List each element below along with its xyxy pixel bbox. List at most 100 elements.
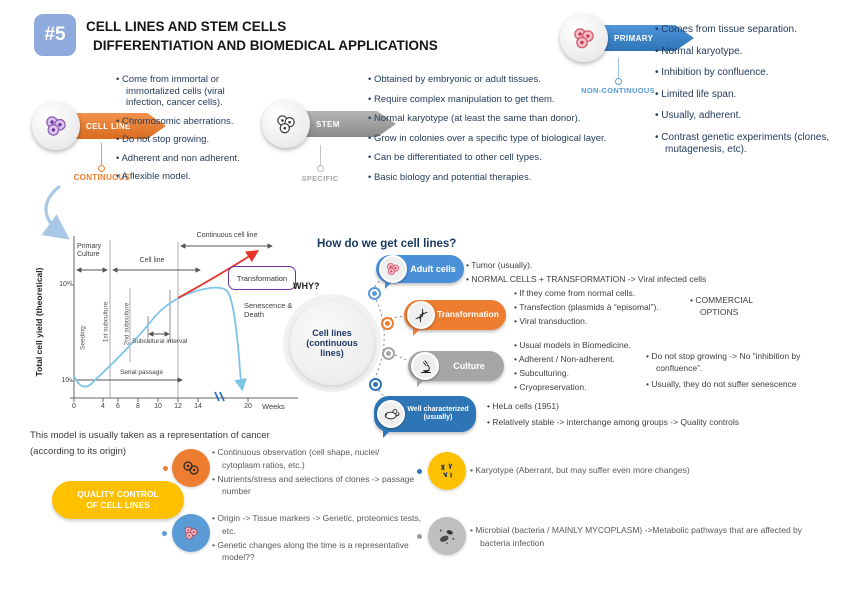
origin-text: Origin -> Tissue markers -> Genetic, pro… [212, 512, 428, 565]
bacteria-icon [439, 529, 455, 544]
specific-tag: SPECIFIC [301, 174, 339, 183]
adult-cells-pill: Adult cells [376, 255, 464, 289]
list-item: Subculturing. [514, 368, 664, 380]
list-item: Usually, they do not suffer senescence [646, 379, 838, 391]
subcultural-interval-label: Subcultural interval [132, 338, 188, 345]
stem-label: STEM [316, 119, 340, 129]
observation-circle [172, 449, 210, 487]
blue-marker-dot [417, 469, 422, 474]
primary-bullet-list: Comes from tissue separation. Normal kar… [655, 24, 845, 166]
title-line-1: CELL LINES AND STEM CELLS [86, 19, 287, 34]
microbial-circle [428, 517, 466, 555]
orange-marker-dot [163, 466, 168, 471]
y-tick-bottom: 10⁶ [61, 377, 72, 384]
transformation-label: Transformation [437, 309, 499, 320]
list-item: Do not stop growing -> No “inhibition by… [646, 351, 838, 375]
node-adult-cells [368, 287, 381, 300]
cell-line-bullet-list: Come from immortal or immortalized cells… [116, 74, 254, 190]
chart-y-axis-label: Total cell yield (theoretical) [34, 267, 44, 377]
list-item: Microbial (bacteria / MAINLY MYCOPLASM) … [470, 524, 822, 550]
pink-cells-icon [387, 263, 399, 275]
x-tick: 0 [72, 403, 76, 410]
well-characterized-pill: Well characterized (usually) [374, 396, 476, 438]
stem-connector-dot [317, 165, 324, 172]
well-characterized-bullets: HeLa cells (1951) Relatively stable -> i… [487, 401, 827, 431]
quality-badge-line-1: QUALITY CONTROL [77, 488, 159, 499]
primary-circle [560, 14, 608, 62]
culture-side-bullets: Do not stop growing -> No “inhibition by… [646, 351, 838, 393]
list-item: Obtained by embryonic or adult tissues. [368, 74, 620, 86]
list-item: Normal karyotype (at least the same than… [368, 113, 620, 125]
commercial-options-note: COMMERCIAL OPTIONS [690, 295, 774, 321]
list-item: Come from immortal or immortalized cells… [116, 74, 254, 109]
list-item: Require complex manipulation to get them… [368, 94, 620, 106]
culture-bullets: Usual models in Biomedicine. Adherent / … [514, 340, 664, 396]
culture-label: Culture [453, 360, 485, 371]
list-item: Adherent and non adherent. [116, 153, 254, 165]
x-tick: 6 [116, 403, 120, 410]
cell-line-connector-dot [98, 165, 105, 172]
senescence-label: Senescence & Death [244, 301, 293, 319]
quality-control-badge: QUALITY CONTROL OF CELL LINES [52, 481, 184, 519]
x-tick: 14 [194, 403, 202, 410]
adult-cells-icon-circle [379, 255, 407, 283]
list-item: Comes from tissue separation. [655, 24, 845, 37]
how-heading: How do we get cell lines? [317, 238, 457, 250]
stem-connector [320, 145, 321, 165]
microbial-text: Microbial (bacteria / MAINLY MYCOPLASM) … [470, 524, 822, 551]
list-item: Grow in colonies over a specific type of… [368, 133, 620, 145]
curved-arrow-to-chart [41, 184, 70, 240]
growth-curve-plot [70, 236, 298, 402]
node-transformation [381, 317, 394, 330]
primary-connector-dot [615, 78, 622, 85]
seeding-label: Seeding [79, 326, 87, 350]
gray-marker-dot [417, 534, 422, 539]
center-circle: Cell lines (continuous lines) [290, 301, 374, 385]
adult-cells-label: Adult cells [410, 263, 456, 274]
culture-pill: Culture [408, 351, 504, 387]
list-item: Inhibition by confluence. [655, 67, 845, 80]
list-item: Chromosomic aberrations. [116, 116, 254, 128]
mouse-icon [384, 409, 399, 420]
continuous-cell-line-label: Continuous cell line [196, 232, 258, 239]
slide-number-badge: #5 [34, 14, 76, 56]
list-item: Limited life span. [655, 89, 845, 102]
list-item: A flexible model. [116, 171, 254, 183]
cancer-note-line-2: (according to its origin) [30, 445, 127, 457]
microscope-icon [420, 359, 431, 373]
list-item: Contrast genetic experiments (clones, mu… [655, 132, 845, 157]
cancer-note: This model is usually taken as a represe… [30, 428, 270, 459]
list-item: Cryopreservation. [514, 382, 664, 394]
non-continuous-tag: NON-CONTINUOUS [581, 86, 655, 95]
pink-cells-icon [574, 28, 594, 49]
x-tick: 4 [101, 403, 105, 410]
transformation-icon-circle [407, 301, 435, 329]
blue-marker-dot [162, 531, 167, 536]
node-culture [382, 347, 395, 360]
title-line-2: DIFFERENTIATION AND BIOMEDICAL APPLICATI… [93, 37, 438, 53]
x-tick: 20 [244, 403, 252, 410]
second-subculture-label: 2nd subculture [123, 302, 131, 346]
cell-line-span-label: Cell line [139, 257, 165, 264]
dna-icon [414, 308, 428, 322]
serial-passage-label: Serial passage [120, 369, 163, 376]
primary-label: PRIMARY [614, 33, 654, 43]
primary-connector [618, 58, 619, 78]
list-item: Usually, adherent. [655, 110, 845, 123]
stem-bullet-list: Obtained by embryonic or adult tissues. … [368, 74, 620, 191]
quality-badge-line-2: OF CELL LINES [86, 500, 150, 510]
culture-icon-circle [411, 352, 439, 380]
list-item: Viral transduction. [514, 316, 694, 328]
list-item: Relatively stable -> interchange among g… [487, 417, 827, 429]
pink-cells-icon [184, 526, 198, 540]
stem-circle [262, 100, 310, 148]
well-characterized-label: Well characterized (usually) [407, 405, 469, 421]
karyotype-icon [441, 463, 453, 478]
y-tick-top: 10¹⁰ [59, 281, 72, 288]
karyotype-circle [428, 452, 466, 490]
cancer-note-line-1: This model is usually taken as a represe… [30, 430, 270, 441]
list-item: Tumor (usually). [466, 260, 816, 272]
karyotype-text: Karyotype (Aberrant, but may suffer even… [470, 464, 815, 478]
first-subculture-label: 1st subculture [102, 301, 110, 343]
list-item: COMMERCIAL OPTIONS [690, 295, 774, 319]
